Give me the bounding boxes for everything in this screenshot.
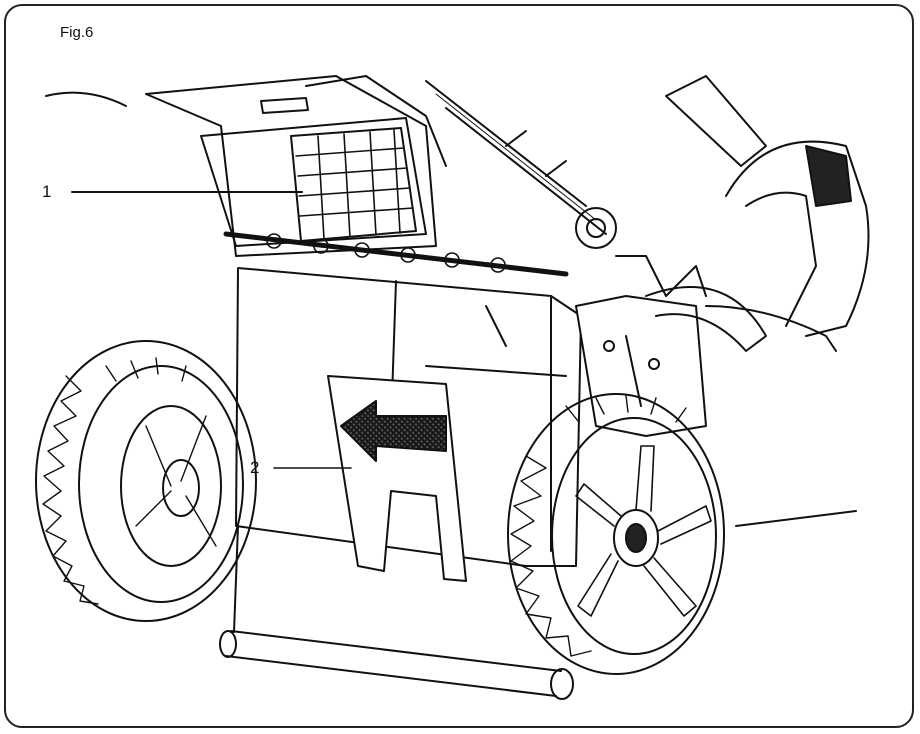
figure-frame: Fig.6: [4, 4, 914, 728]
mower-body: [45, 75, 870, 527]
figure-label: Fig.6: [60, 24, 94, 41]
discharge-flap: [327, 375, 467, 582]
callout-1: 1: [42, 182, 52, 201]
height-adjust-bracket: [575, 286, 767, 437]
grass-bag-grille: [145, 75, 569, 277]
right-rear-wheel: [507, 393, 725, 675]
handle-tube: [425, 80, 707, 297]
mower-illustration: [35, 75, 870, 700]
callout-2: 2: [250, 458, 260, 477]
left-rear-wheel: [35, 340, 257, 622]
arrow-icon: [340, 400, 447, 462]
rear-roller: [219, 525, 574, 700]
